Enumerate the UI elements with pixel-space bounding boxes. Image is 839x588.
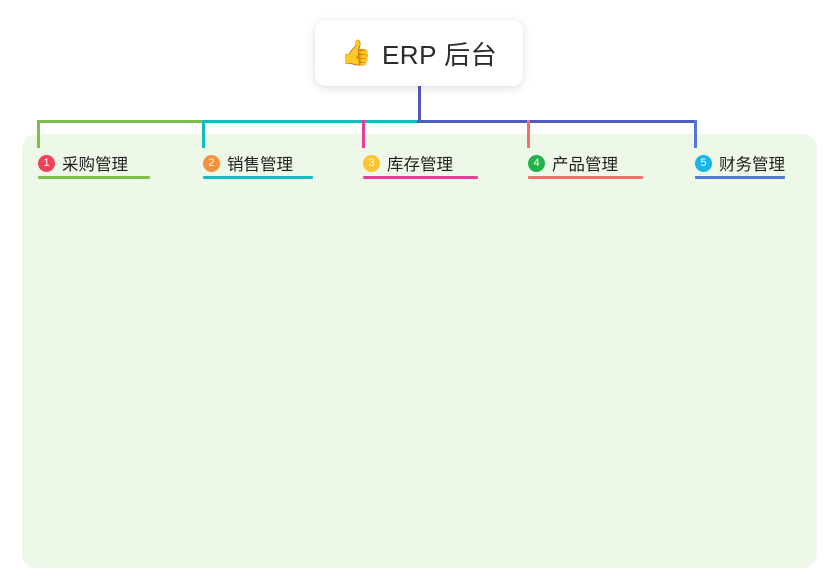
branch-title: 采购管理 [62, 156, 128, 174]
branch-header-5[interactable]: 5 财务管理 [679, 148, 785, 178]
connector-line [38, 120, 205, 123]
connector-line [417, 120, 697, 123]
branch-column-1: 1 采购管理 [22, 148, 150, 179]
branch-drop [527, 120, 530, 148]
branch-title: 库存管理 [387, 156, 453, 174]
branch-underline [363, 176, 478, 179]
root-node[interactable]: 👍 ERP 后台 [315, 20, 523, 86]
branch-header-2[interactable]: 2 销售管理 [187, 148, 293, 178]
thumbs-up-icon: 👍 [340, 38, 372, 67]
branch-underline [528, 176, 643, 179]
branch-column-2: 2 销售管理 [187, 148, 313, 179]
branch-drop [202, 120, 205, 148]
branch-column-3: 3 库存管理 [347, 148, 478, 179]
branch-underline [203, 176, 313, 179]
branch-drop [362, 120, 365, 148]
branch-column-5: 5 财务管理 [679, 148, 785, 179]
branch-title: 销售管理 [227, 156, 293, 174]
branch-number-badge: 2 [203, 154, 220, 172]
root-title: ERP 后台 [381, 39, 498, 70]
branch-number-badge: 3 [363, 154, 380, 172]
branch-header-3[interactable]: 3 库存管理 [347, 148, 453, 178]
branch-drop [694, 120, 697, 148]
branch-number-badge: 5 [695, 154, 712, 172]
branch-title: 产品管理 [552, 156, 618, 174]
branch-number-badge: 4 [528, 154, 545, 172]
branch-header-1[interactable]: 1 采购管理 [22, 148, 128, 178]
branch-underline [695, 176, 785, 179]
branch-number-badge: 1 [38, 154, 55, 172]
branch-drop [37, 120, 40, 148]
root-stem [418, 86, 421, 123]
connector-line [203, 120, 421, 123]
branch-underline [38, 176, 150, 179]
branch-title: 财务管理 [719, 156, 785, 174]
branch-header-4[interactable]: 4 产品管理 [512, 148, 618, 178]
branch-column-4: 4 产品管理 [512, 148, 643, 179]
diagram-panel [22, 134, 817, 568]
